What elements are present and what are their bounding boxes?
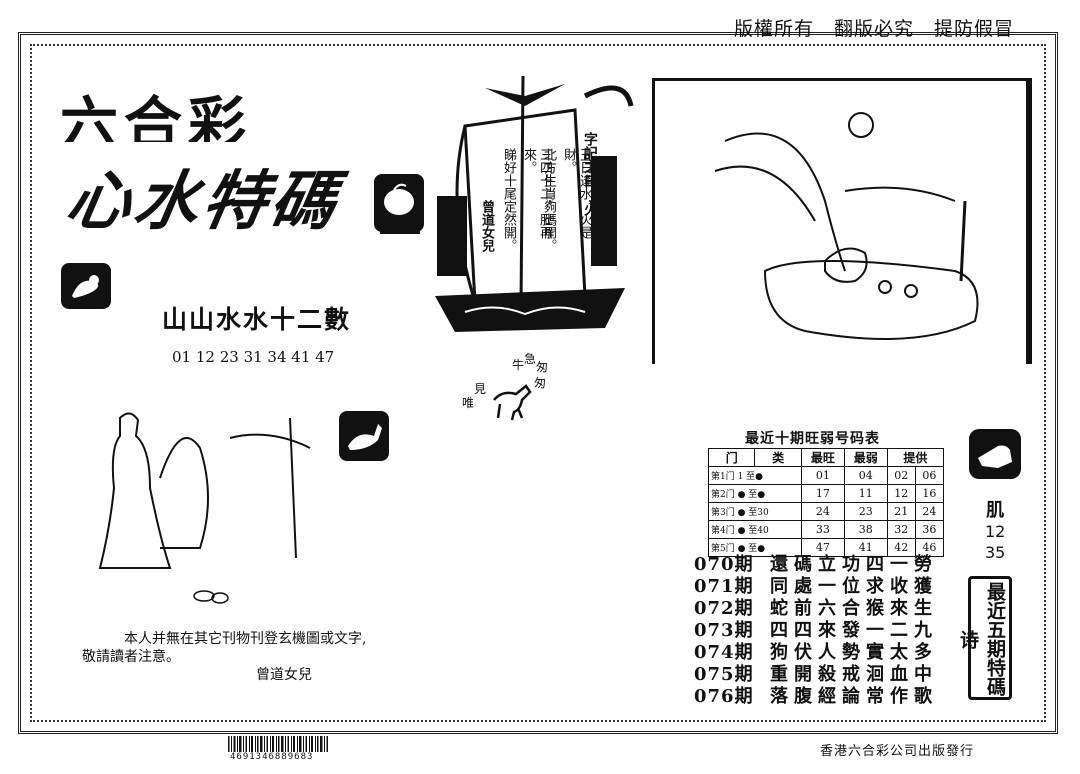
phoenix-illustration <box>652 78 1032 364</box>
poem-text: 落腹經論常作歌 <box>770 686 938 707</box>
cell-p1: 12 <box>886 484 916 503</box>
side-number: 12 <box>985 522 1006 541</box>
table-title: 最近十期旺弱号码表 <box>745 431 880 447</box>
rights-notice: 版權所有 翻版必究 提防假冒 <box>734 18 1015 40</box>
poem-text: 蛇前六合猴來生 <box>770 598 938 619</box>
horse-caption-2: 急 <box>524 352 537 366</box>
page-inner-border <box>30 44 1046 722</box>
cell-max: 01 <box>800 466 845 485</box>
side-label: 肌 <box>986 500 1005 521</box>
horse-caption-6: 唯 <box>462 396 475 410</box>
phoenix-icon <box>714 112 979 340</box>
hot-cold-table: 门 类 最旺 最弱 提供 第1门 1 至● 01 04 02 06 第2门 ● … <box>707 448 945 557</box>
poem-text: 狗伏人勢實太多 <box>770 642 938 663</box>
boat-verse-1: 丑日逢水，火是財。 <box>561 148 592 239</box>
cell-p2: 24 <box>914 502 945 521</box>
side-number: 35 <box>985 543 1006 562</box>
cell-max: 17 <box>800 484 845 503</box>
row-label: 第2门 ● 至● <box>708 484 802 503</box>
barcode-number: 4691346889683 <box>230 752 314 762</box>
section-subtitle: 山山水水十二數 <box>162 305 352 334</box>
cell-p1: 21 <box>886 502 916 521</box>
barcode <box>228 736 328 752</box>
poem-text: 還碼立功四一勞 <box>770 554 938 575</box>
cell-max: 33 <box>800 520 845 539</box>
poem-line: 075期重開殺戒洄血中 <box>694 660 938 686</box>
poem-period: 071期 <box>694 576 754 597</box>
cell-min: 23 <box>843 502 888 521</box>
lucky-numbers: 01 12 23 31 34 41 47 <box>172 348 335 366</box>
vertical-title: 最近五期特碼诗 <box>957 576 1012 700</box>
table-row: 第4门 ● 至40 33 38 32 36 <box>708 520 945 539</box>
poem-period: 075期 <box>694 664 754 685</box>
poem-text: 重開殺戒洄血中 <box>770 664 938 685</box>
poem-line: 074期狗伏人勢實太多 <box>694 638 938 664</box>
poem-text: 同處一位求收獲 <box>770 576 938 597</box>
apple-icon <box>374 174 424 234</box>
sailboat-icon <box>435 75 634 332</box>
col-header: 提供 <box>886 448 945 467</box>
cell-min: 04 <box>843 466 888 485</box>
cell-p2: 16 <box>914 484 945 503</box>
poem-line: 070期還碼立功四一勞 <box>694 550 938 576</box>
col-header: 最旺 <box>800 448 845 467</box>
row-label: 第4门 ● 至40 <box>708 520 802 539</box>
poem-period: 073期 <box>694 620 754 641</box>
publisher: 香港六合彩公司出版發行 <box>820 744 975 759</box>
row-label: 第3门 ● 至30 <box>708 502 802 521</box>
row-label: 第1门 1 至● <box>708 466 802 485</box>
cell-p2: 46 <box>914 538 945 557</box>
lady-icon <box>98 412 311 604</box>
horse-caption-5: 見 <box>474 382 487 396</box>
notice-line-2: 敬請讀者注意。 <box>82 649 180 665</box>
col-header: 类 <box>754 448 802 467</box>
col-header: 最弱 <box>843 448 888 467</box>
boat-signature: 曾道女兒 <box>479 200 494 252</box>
row-label: 第5门 ● 至● <box>708 538 802 557</box>
boat-verse-4: 睇好十尾定然開。 <box>501 148 516 252</box>
cell-min: 11 <box>843 484 888 503</box>
cell-p2: 36 <box>914 520 945 539</box>
notice-signature: 曾道女兒 <box>256 667 312 683</box>
table-row: 第3门 ● 至30 24 23 21 24 <box>708 502 945 521</box>
poem-period: 070期 <box>694 554 754 575</box>
col-header: 门 <box>707 448 756 467</box>
table-row: 第2门 ● 至● 17 11 12 16 <box>708 484 945 503</box>
page-title: 心水特碼 <box>60 165 346 239</box>
boat-verse-2: 北方生肖夠碼開。 <box>541 148 556 252</box>
cell-max: 47 <box>800 538 845 557</box>
notice-line-1: 本人并無在其它刊物刊登玄機圖或文字, <box>124 631 367 647</box>
horse-caption-3: 匆 <box>536 360 549 374</box>
poem-period: 074期 <box>694 642 754 663</box>
cell-p2: 06 <box>914 466 945 485</box>
boat-verse-3: 三四十二，肚再來。 <box>521 148 552 239</box>
horse-caption-1: 牛 <box>512 358 525 372</box>
page-border <box>18 32 1058 734</box>
cell-p1: 32 <box>886 520 916 539</box>
horse-icon <box>493 384 532 421</box>
horse-caption-4: 匆 <box>534 376 547 390</box>
goose-icon-2 <box>339 411 389 461</box>
table-row: 第5门 ● 至● 47 41 42 46 <box>708 538 945 557</box>
side-numbers: 肌 12 35 <box>985 500 1005 563</box>
notice: 本人并無在其它刊物刊登玄機圖或文字, 敬請讀者注意。 <box>82 630 366 666</box>
poem-line: 073期四四來發一二九 <box>694 616 938 642</box>
poem-line: 072期蛇前六合猴來生 <box>694 594 938 620</box>
poem-line: 071期同處一位求收獲 <box>694 572 938 598</box>
cell-p1: 02 <box>886 466 916 485</box>
title-top-cut: 六合彩 <box>60 90 253 142</box>
poem-period: 072期 <box>694 598 754 619</box>
table-header-row: 门 类 最旺 最弱 提供 <box>707 448 945 467</box>
cell-min: 38 <box>843 520 888 539</box>
poem-line: 076期落腹經論常作歌 <box>694 682 938 708</box>
cell-min: 41 <box>843 538 888 557</box>
poem-text: 四四來發一二九 <box>770 620 938 641</box>
table-row: 第1门 1 至● 01 04 02 06 <box>708 466 945 485</box>
hand-icon <box>969 429 1021 479</box>
poem-period: 076期 <box>694 686 754 707</box>
cell-max: 24 <box>800 502 845 521</box>
boat-heading: 字記之曰：火 <box>582 132 598 216</box>
goose-icon <box>61 263 111 309</box>
